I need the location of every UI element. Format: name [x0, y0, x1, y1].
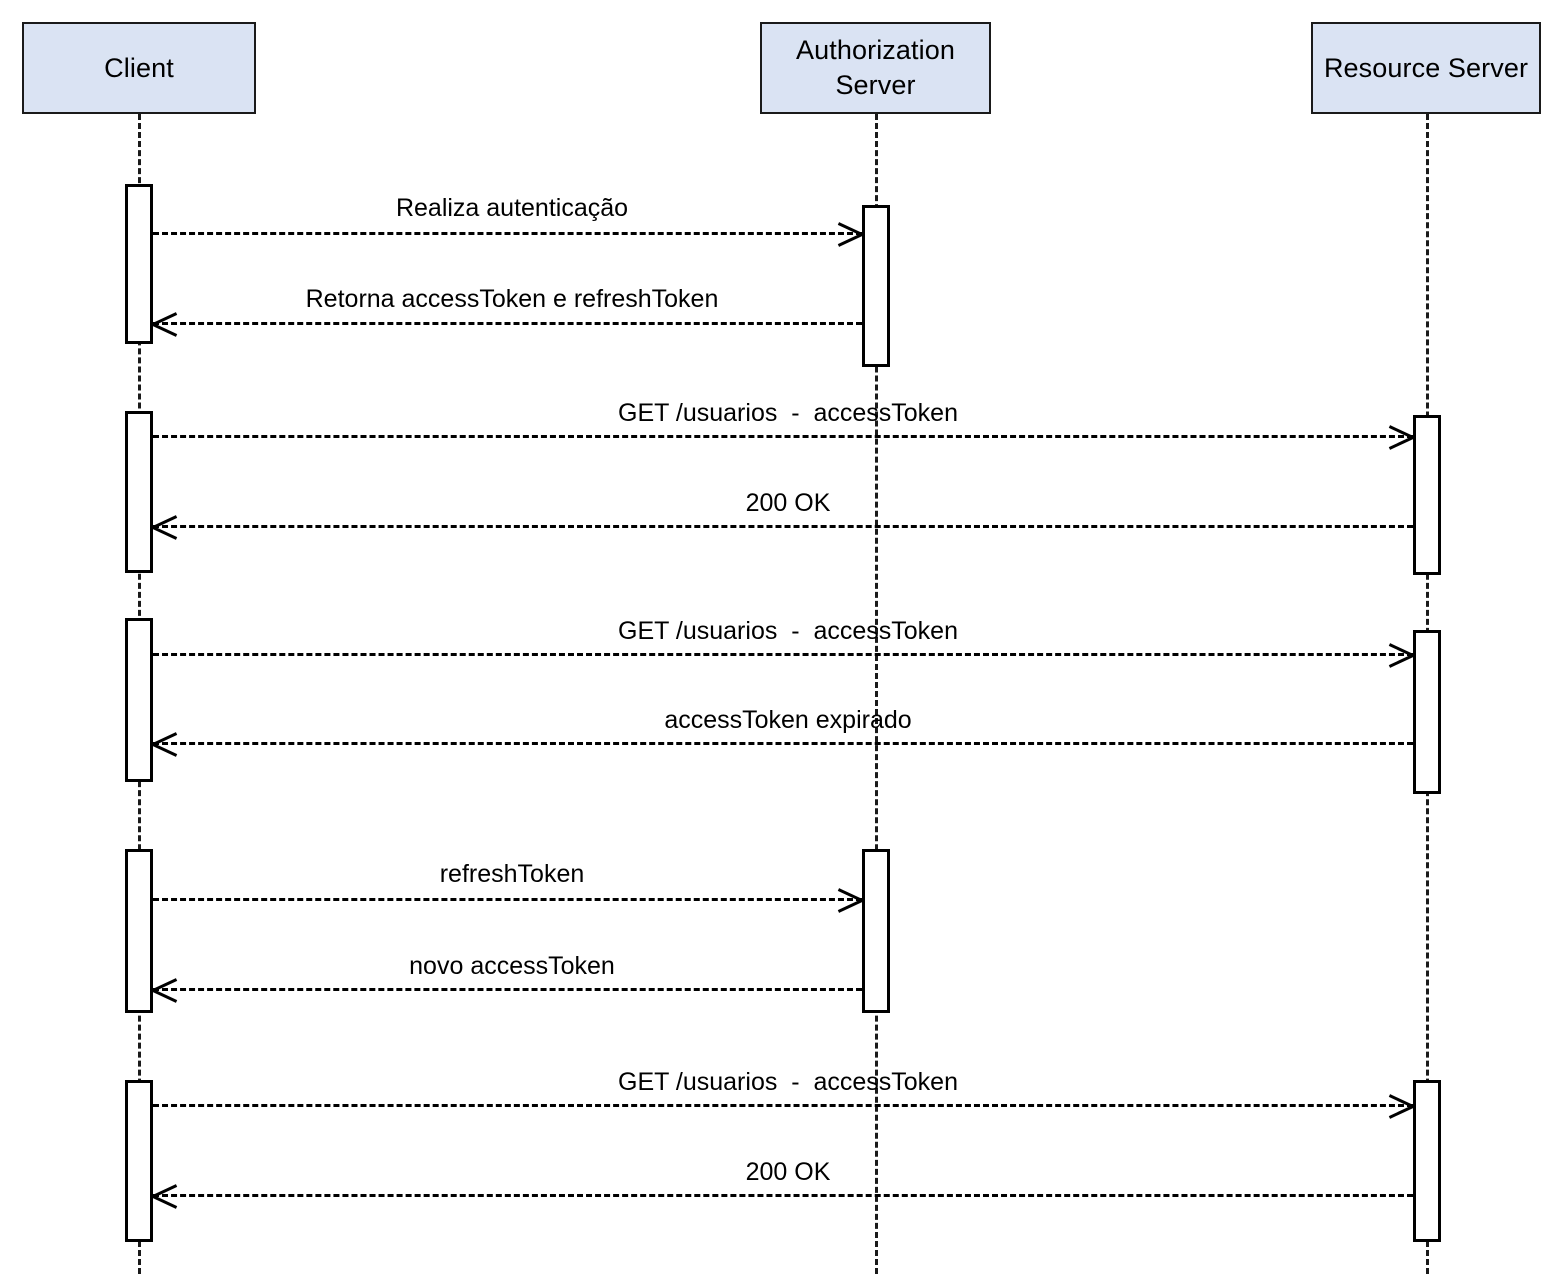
message-line-8: [153, 988, 862, 991]
message-line-5: [153, 653, 1413, 656]
message-line-4: [153, 525, 1413, 528]
message-label-3: GET /usuarios - accessToken: [618, 399, 958, 427]
message-line-3: [153, 435, 1413, 438]
message-label-10: 200 OK: [745, 1158, 831, 1186]
message-label-1: Realiza autenticação: [395, 194, 629, 222]
message-line-10: [153, 1194, 1413, 1197]
message-line-6: [153, 742, 1413, 745]
message-label-6: accessToken expirado: [664, 706, 912, 734]
message-label-8: novo accessToken: [409, 952, 615, 980]
activation-bar-resource-server: [1413, 1080, 1441, 1242]
message-label-4: 200 OK: [745, 489, 831, 517]
message-label-7: refreshToken: [439, 860, 585, 888]
lifeline-authorization-server: [875, 114, 878, 1274]
participant-resource-server[interactable]: Resource Server: [1311, 22, 1541, 114]
activation-bar-client: [125, 1080, 153, 1242]
activation-bar-resource-server: [1413, 630, 1441, 794]
message-label-5: GET /usuarios - accessToken: [618, 617, 958, 645]
participant-client[interactable]: Client: [22, 22, 256, 114]
participant-authorization-server[interactable]: Authorization Server: [760, 22, 991, 114]
message-line-1: [153, 232, 862, 235]
message-label-2: Retorna accessToken e refreshToken: [305, 285, 719, 313]
activation-bar-resource-server: [1413, 415, 1441, 575]
activation-bar-client: [125, 849, 153, 1013]
activation-bar-client: [125, 184, 153, 344]
message-line-2: [153, 322, 862, 325]
message-line-7: [153, 898, 862, 901]
message-line-9: [153, 1104, 1413, 1107]
activation-bar-authorization-server: [862, 205, 890, 367]
activation-bar-authorization-server: [862, 849, 890, 1013]
activation-bar-client: [125, 618, 153, 782]
activation-bar-client: [125, 411, 153, 573]
message-label-9: GET /usuarios - accessToken: [618, 1068, 958, 1096]
